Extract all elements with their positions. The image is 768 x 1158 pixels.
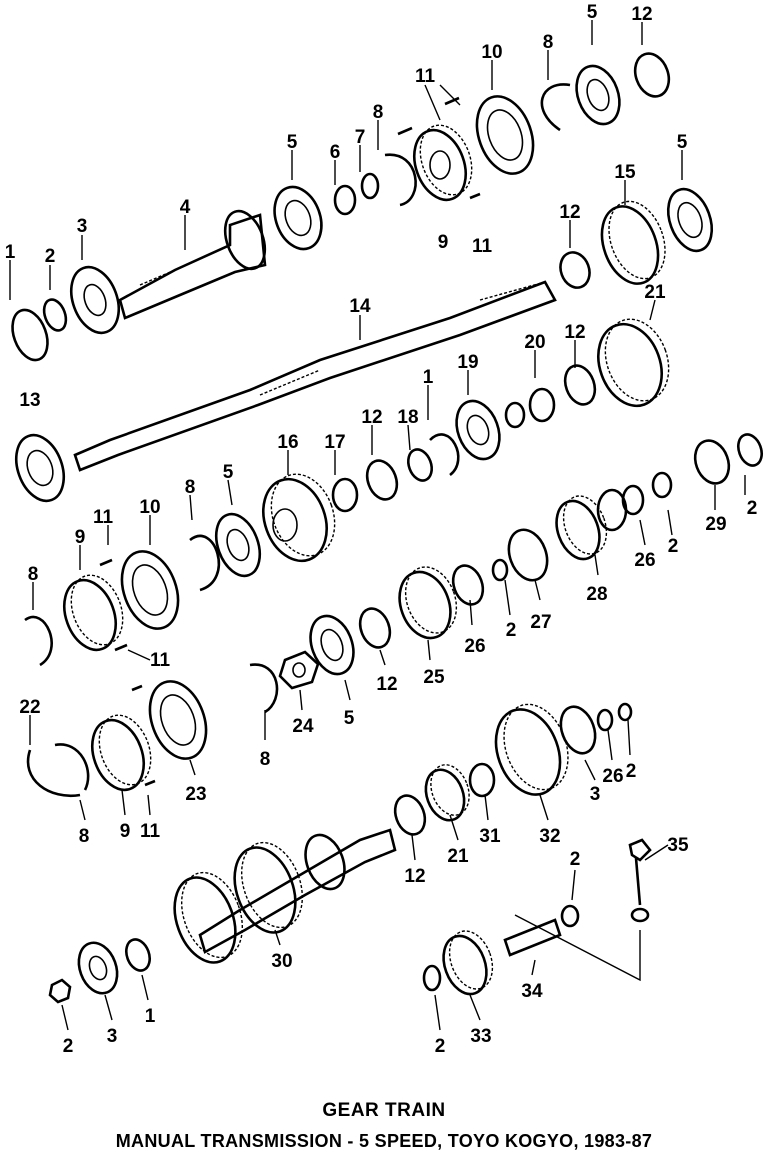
callout-11: 11: [415, 66, 436, 87]
callout-3: 3: [590, 784, 601, 805]
callout-13: 13: [19, 390, 40, 411]
callout-12: 12: [564, 322, 585, 343]
callout-10: 10: [139, 497, 160, 518]
callout-8: 8: [260, 749, 271, 770]
callout-7: 7: [355, 127, 366, 148]
callout-33: 33: [470, 1026, 491, 1047]
callout-2: 2: [668, 536, 679, 557]
callout-2: 2: [506, 620, 517, 641]
callout-28: 28: [586, 584, 607, 605]
callout-29: 29: [705, 514, 726, 535]
callout-24: 24: [292, 716, 314, 737]
callout-2: 2: [570, 849, 581, 870]
callout-27: 27: [530, 612, 551, 633]
callout-11: 11: [150, 650, 171, 671]
callout-19: 19: [457, 352, 478, 373]
callout-14: 14: [349, 296, 371, 317]
callout-20: 20: [524, 332, 545, 353]
callout-8: 8: [28, 564, 39, 585]
callout-5: 5: [287, 132, 298, 153]
callout-11: 11: [93, 507, 114, 528]
callout-9: 9: [75, 527, 86, 548]
callout-6: 6: [330, 142, 341, 163]
callout-2: 2: [747, 498, 758, 519]
callout-3: 3: [77, 216, 88, 237]
callout-16: 16: [277, 432, 298, 453]
callout-12: 12: [361, 407, 382, 428]
callout-26: 26: [464, 636, 485, 657]
callout-32: 32: [539, 826, 560, 847]
callout-18: 18: [397, 407, 418, 428]
callout-21: 21: [644, 282, 666, 303]
callout-5: 5: [587, 2, 598, 23]
callout-1: 1: [5, 242, 16, 263]
gear-train-exploded-diagram: 1 2 3 4 5 6 7 8 11 10 8 5 12 9 11 12 15 …: [5, 2, 763, 1057]
callout-3: 3: [107, 1026, 118, 1047]
callout-5: 5: [344, 708, 355, 729]
callout-5: 5: [223, 462, 234, 483]
callout-8: 8: [79, 826, 90, 847]
callout-2: 2: [435, 1036, 446, 1057]
callout-21: 21: [447, 846, 469, 867]
callout-2: 2: [626, 761, 637, 782]
callout-31: 31: [479, 826, 501, 847]
callout-17: 17: [324, 432, 345, 453]
callout-26: 26: [602, 766, 623, 787]
callout-35: 35: [667, 835, 689, 856]
callout-26: 26: [634, 550, 655, 571]
callout-1: 1: [423, 367, 434, 388]
callout-11: 11: [140, 821, 161, 842]
callout-23: 23: [185, 784, 206, 805]
diagram-caption: GEAR TRAIN MANUAL TRANSMISSION - 5 SPEED…: [0, 1096, 768, 1156]
callout-2: 2: [45, 246, 56, 267]
callout-30: 30: [271, 951, 292, 972]
callout-10: 10: [481, 42, 502, 63]
callout-8: 8: [543, 32, 554, 53]
callout-1: 1: [145, 1006, 156, 1027]
caption-title: GEAR TRAIN: [322, 1100, 446, 1121]
callout-5: 5: [677, 132, 688, 153]
callout-34: 34: [521, 981, 543, 1002]
callout-15: 15: [614, 162, 636, 183]
callout-12: 12: [559, 202, 580, 223]
caption-subtitle: MANUAL TRANSMISSION - 5 SPEED, TOYO KOGY…: [115, 1131, 653, 1151]
callout-25: 25: [423, 667, 445, 688]
callout-8: 8: [373, 102, 384, 123]
callout-4: 4: [180, 197, 191, 218]
callout-9: 9: [438, 232, 449, 253]
callout-12: 12: [376, 674, 397, 695]
callout-11: 11: [472, 236, 493, 257]
callout-9: 9: [120, 821, 131, 842]
callout-8: 8: [185, 477, 196, 498]
callout-2: 2: [63, 1036, 74, 1057]
callout-22: 22: [19, 697, 40, 718]
callout-12: 12: [631, 4, 652, 25]
callout-12: 12: [404, 866, 425, 887]
